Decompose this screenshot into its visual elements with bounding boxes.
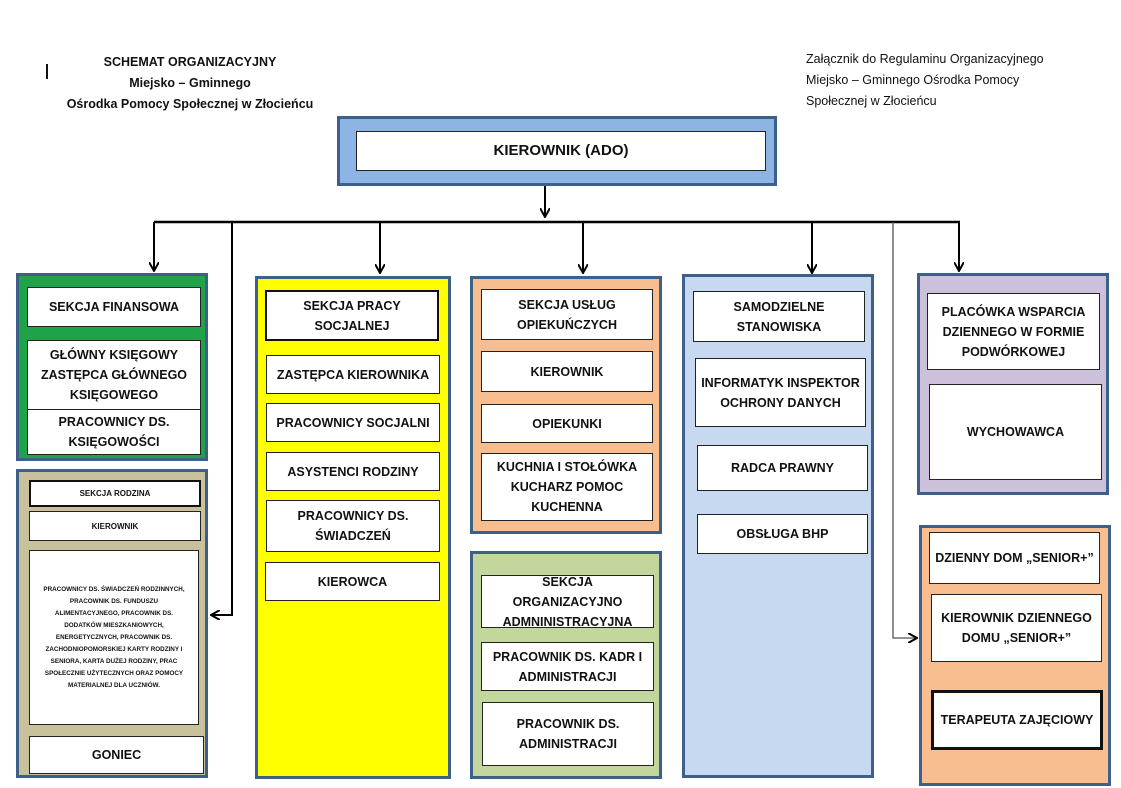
daycare-head-box: PLACÓWKA WSPARCIA DZIENNEGO W FORMIE POD… (927, 293, 1100, 370)
root-panel: KIEROWNIK (ADO) (337, 116, 777, 186)
independent-head-box: SAMODZIELNE STANOWISKA (693, 291, 865, 342)
daycare-head-label: PLACÓWKA WSPARCIA DZIENNEGO W FORMIE POD… (941, 304, 1086, 359)
care-head-label: SEKCJA USŁUG OPIEKUŃCZYCH (516, 297, 617, 332)
social-workers-box: PRACOWNICY SOCJALNI (266, 403, 440, 442)
senior-manager-box: KIEROWNIK DZIENNEGO DOMU „SENIOR+” (931, 594, 1102, 662)
care-kitchen-box: KUCHNIA I STOŁÓWKA KUCHARZ POMOC KUCHENN… (481, 453, 653, 521)
social-deputy-box: ZASTĘPCA KIEROWNIKA (266, 355, 440, 394)
family-staff-box: PRACOWNICY DS. ŚWIADCZEŃ RODZINNYCH, PRA… (29, 550, 199, 725)
section-admin: SEKCJA ORGANIZACYJNO ADMNINISTRACYJNA PR… (470, 551, 662, 779)
admin-head-box: SEKCJA ORGANIZACYJNO ADMNINISTRACYJNA (481, 575, 654, 629)
admin-staff-label: PRACOWNIK DS. ADMINISTRACJI (516, 717, 620, 751)
section-independent: SAMODZIELNE STANOWISKA INFORMATYK INSPEK… (682, 274, 874, 778)
independent-head-label: SAMODZIELNE STANOWISKA (733, 299, 825, 334)
finance-chief-accountant-box: GŁÓWNY KSIĘGOWY ZASTĘPCA GŁÓWNEGO KSIĘGO… (27, 340, 201, 410)
finance-head-box: SEKCJA FINANSOWA (27, 287, 201, 327)
family-head-box: SEKCJA RODZINA (29, 480, 201, 507)
family-courier-box: GONIEC (29, 736, 204, 774)
root-box-director: KIEROWNIK (ADO) (356, 131, 766, 171)
family-head-label: SEKCJA RODZINA (79, 489, 151, 498)
independent-bhp-label: OBSŁUGA BHP (736, 527, 829, 541)
finance-accounting-staff-box: PRACOWNICY DS. KSIĘGOWOŚCI (27, 409, 201, 455)
senior-head-label: DZIENNY DOM „SENIOR+” (935, 551, 1094, 565)
independent-bhp-box: OBSŁUGA BHP (697, 514, 868, 554)
chart-title: SCHEMAT ORGANIZACYJNY Miejsko – Gminnego… (40, 52, 340, 115)
family-manager-box: KIEROWNIK (29, 511, 201, 541)
annex-line-1: Załącznik do Regulaminu Organizacyjnego (806, 52, 1044, 66)
annex-line-2: Miejsko – Gminnego Ośrodka Pomocy (806, 73, 1020, 87)
admin-head-label: SEKCJA ORGANIZACYJNO ADMNINISTRACYJNA (502, 574, 633, 629)
independent-it-label: INFORMATYK INSPEKTOR OCHRONY DANYCH (701, 375, 860, 410)
title-line-3: Ośrodka Pomocy Społecznej w Złocieńcu (66, 97, 314, 111)
care-kitchen-label: KUCHNIA I STOŁÓWKA KUCHARZ POMOC KUCHENN… (496, 460, 638, 514)
care-caregivers-label: OPIEKUNKI (532, 416, 602, 431)
daycare-educator-box: WYCHOWAWCA (929, 384, 1102, 480)
section-social: SEKCJA PRACY SOCJALNEJ ZASTĘPCA KIEROWNI… (255, 276, 451, 779)
social-benefits-staff-box: PRACOWNICY DS. ŚWIADCZEŃ (266, 500, 440, 552)
care-head-box: SEKCJA USŁUG OPIEKUŃCZYCH (481, 289, 653, 340)
admin-hr-label: PRACOWNIK DS. KADR I ADMINISTRACJI (492, 649, 643, 684)
senior-manager-label: KIEROWNIK DZIENNEGO DOMU „SENIOR+” (941, 611, 1092, 645)
independent-legal-label: RADCA PRAWNY (730, 461, 834, 475)
section-care: SEKCJA USŁUG OPIEKUŃCZYCH KIEROWNIK OPIE… (470, 276, 662, 534)
finance-chief-label: GŁÓWNY KSIĘGOWY ZASTĘPCA GŁÓWNEGO KSIĘGO… (40, 348, 188, 402)
social-workers-label: PRACOWNICY SOCJALNI (276, 415, 430, 430)
daycare-educator-label: WYCHOWAWCA (966, 425, 1065, 439)
annex-line-3: Społecznej w Złocieńcu (806, 94, 937, 108)
senior-head-box: DZIENNY DOM „SENIOR+” (929, 532, 1100, 584)
care-manager-label: KIEROWNIK (530, 364, 604, 379)
connector-senior (892, 222, 916, 638)
social-benefits-label: PRACOWNICY DS. ŚWIADCZEŃ (297, 509, 409, 543)
title-line-1: SCHEMAT ORGANIZACYJNY (103, 55, 277, 69)
independent-legal-box: RADCA PRAWNY (697, 445, 868, 491)
social-assistants-label: ASYSTENCI RODZINY (287, 464, 419, 479)
social-family-assistants-box: ASYSTENCI RODZINY (266, 452, 440, 491)
social-head-label: SEKCJA PRACY SOCJALNEJ (303, 298, 401, 333)
family-manager-label: KIEROWNIK (91, 521, 139, 531)
connector-family (212, 222, 233, 615)
social-driver-label: KIEROWCA (317, 574, 388, 589)
section-daycare: PLACÓWKA WSPARCIA DZIENNEGO W FORMIE POD… (917, 273, 1109, 495)
family-staff-label: PRACOWNICY DS. ŚWIADCZEŃ RODZINNYCH, PRA… (43, 585, 185, 689)
section-senior: DZIENNY DOM „SENIOR+” KIEROWNIK DZIENNEG… (919, 525, 1111, 786)
text-cursor-mark (46, 64, 48, 79)
social-driver-box: KIEROWCA (265, 562, 440, 601)
social-deputy-label: ZASTĘPCA KIEROWNIKA (276, 367, 430, 382)
family-courier-label: GONIEC (91, 748, 142, 762)
admin-hr-box: PRACOWNIK DS. KADR I ADMINISTRACJI (481, 642, 654, 691)
finance-head-label: SEKCJA FINANSOWA (48, 300, 180, 314)
independent-it-box: INFORMATYK INSPEKTOR OCHRONY DANYCH (695, 358, 866, 427)
senior-therapist-box: TERAPEUTA ZAJĘCIOWY (931, 690, 1103, 750)
social-head-box: SEKCJA PRACY SOCJALNEJ (265, 290, 439, 341)
title-line-2: Miejsko – Gminnego (129, 76, 251, 90)
care-caregivers-box: OPIEKUNKI (481, 404, 653, 443)
senior-therapist-label: TERAPEUTA ZAJĘCIOWY (940, 713, 1094, 727)
care-manager-box: KIEROWNIK (481, 351, 653, 392)
root-label: KIEROWNIK (ADO) (493, 142, 629, 159)
admin-staff-box: PRACOWNIK DS. ADMINISTRACJI (482, 702, 654, 766)
section-finance: SEKCJA FINANSOWA GŁÓWNY KSIĘGOWY ZASTĘPC… (16, 273, 208, 461)
annex-note: Załącznik do Regulaminu Organizacyjnego … (806, 49, 1106, 112)
finance-staff-label: PRACOWNICY DS. KSIĘGOWOŚCI (58, 415, 170, 449)
section-family: SEKCJA RODZINA KIEROWNIK PRACOWNICY DS. … (16, 469, 208, 778)
